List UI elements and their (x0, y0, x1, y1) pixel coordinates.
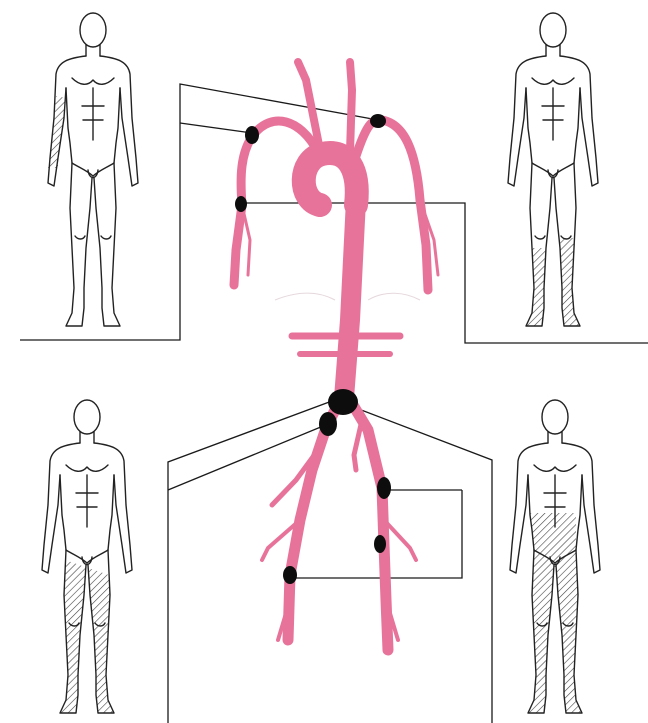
occlusion-right-femoral (283, 566, 297, 584)
occlusion-aortic-bifurcation (328, 389, 358, 415)
occlusion-right-common-iliac (319, 412, 337, 436)
arterial-tree (234, 62, 438, 650)
right-iliac-leg-artery (288, 400, 340, 640)
left-internal-iliac (354, 420, 362, 470)
descending-aorta (344, 200, 356, 398)
body-panel-upper-left (48, 13, 138, 326)
occlusion-right-subclavian (245, 126, 259, 144)
affected-region-legs-from-thigh (60, 560, 114, 713)
occlusion-right-brachial (235, 196, 247, 212)
occlusion-left-subclavian (370, 114, 386, 128)
body-panel-upper-right (508, 13, 598, 326)
occlusion-left-external-iliac (377, 477, 391, 499)
body-panel-lower-left (42, 400, 132, 713)
occlusion-left-common-femoral (374, 535, 386, 553)
affected-region-pelvis-and-legs (528, 513, 582, 713)
body-panel-lower-right (510, 400, 600, 713)
left-carotid-artery (350, 62, 352, 152)
right-arm-branch (242, 205, 250, 275)
